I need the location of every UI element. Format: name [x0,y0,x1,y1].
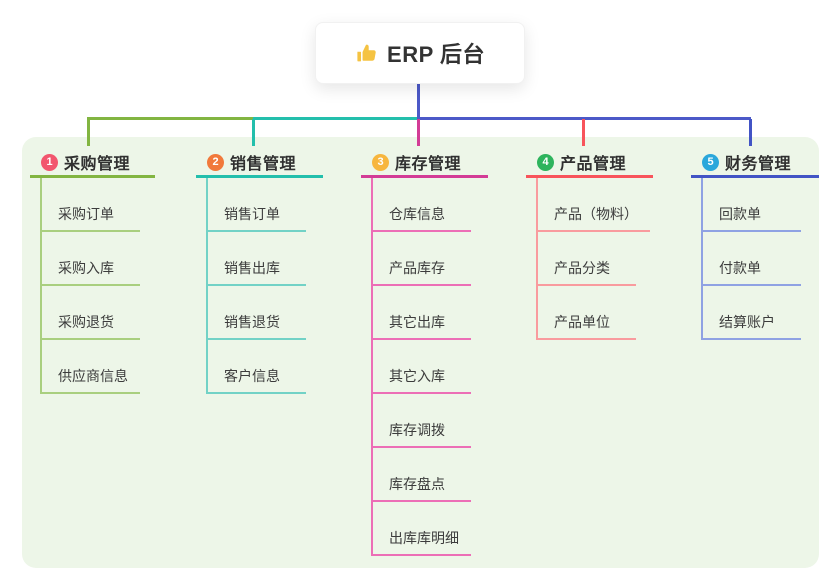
root-node[interactable]: ERP 后台 [315,22,525,84]
child-node: 其它出库 [373,286,488,340]
priority-badge: 4 [537,153,554,171]
child-node: 产品（物料） [538,178,653,232]
child-node-label[interactable]: 库存调拨 [373,420,471,448]
branch-drop-line [749,119,752,146]
child-node-label[interactable]: 产品单位 [538,312,636,340]
branch-children: 回款单付款单结算账户 [701,178,819,340]
branch-children: 仓库信息产品库存其它出库其它入库库存调拨库存盘点出库库明细 [371,178,488,556]
branch-header[interactable]: 3 库存管理 [361,149,488,178]
child-node: 库存调拨 [373,394,488,448]
child-node: 回款单 [703,178,819,232]
priority-badge: 3 [372,153,389,171]
child-node-label[interactable]: 销售出库 [208,258,306,286]
child-node-label[interactable]: 供应商信息 [42,366,140,394]
child-node: 其它入库 [373,340,488,394]
child-node: 产品分类 [538,232,653,286]
connector-bus-segment-mid [253,117,418,120]
child-node: 供应商信息 [42,340,155,394]
connector-bus-segment-left [87,117,254,120]
child-node: 销售订单 [208,178,323,232]
child-node-label[interactable]: 结算账户 [703,312,801,340]
child-node: 产品单位 [538,286,653,340]
child-node-label[interactable]: 出库库明细 [373,528,471,556]
branch-drop-line [87,119,90,146]
child-node-label[interactable]: 产品分类 [538,258,636,286]
child-node-label[interactable]: 其它入库 [373,366,471,394]
root-node-title: ERP 后台 [387,42,485,67]
branch-drop-line [417,119,420,146]
child-node-label[interactable]: 其它出库 [373,312,471,340]
child-node-label[interactable]: 采购退货 [42,312,140,340]
branch-header-label: 财务管理 [725,156,792,173]
branch-header-label: 产品管理 [560,156,627,173]
child-node-label[interactable]: 销售订单 [208,204,306,232]
branch-children: 采购订单采购入库采购退货供应商信息 [40,178,155,394]
branch-children: 产品（物料） 产品分类产品单位 [536,178,653,340]
branch-header-label: 采购管理 [64,156,131,173]
child-node-label[interactable]: 产品（物料） [538,204,650,232]
branch-header[interactable]: 1 采购管理 [30,149,155,178]
branch-5: 5 财务管理回款单付款单结算账户 [691,149,819,340]
branch-children: 销售订单销售出库销售退货客户信息 [206,178,323,394]
branch-4: 4 产品管理产品（物料） 产品分类产品单位 [526,149,653,340]
child-node: 采购退货 [42,286,155,340]
child-node: 采购订单 [42,178,155,232]
branch-header-label: 销售管理 [230,156,297,173]
priority-badge: 5 [702,153,719,171]
child-node-label[interactable]: 仓库信息 [373,204,471,232]
branch-header[interactable]: 2 销售管理 [196,149,323,178]
child-node-label[interactable]: 付款单 [703,258,801,286]
child-node-label[interactable]: 采购订单 [42,204,140,232]
thumbs-up-icon [355,42,378,65]
child-node: 仓库信息 [373,178,488,232]
branch-header[interactable]: 4 产品管理 [526,149,653,178]
child-node-label[interactable]: 销售退货 [208,312,306,340]
branch-drop-line [252,119,255,146]
branch-2: 2 销售管理销售订单销售出库销售退货客户信息 [196,149,323,394]
mindmap-panel [22,137,819,568]
child-node: 产品库存 [373,232,488,286]
child-node: 销售退货 [208,286,323,340]
child-node-label[interactable]: 库存盘点 [373,474,471,502]
branch-3: 3 库存管理仓库信息产品库存其它出库其它入库库存调拨库存盘点出库库明细 [361,149,488,556]
root-connector-stem [416,81,420,119]
connector-bus-segment-right [417,117,751,120]
branch-1: 1 采购管理采购订单采购入库采购退货供应商信息 [30,149,155,394]
child-node: 付款单 [703,232,819,286]
child-node: 结算账户 [703,286,819,340]
branch-drop-line [582,119,585,146]
child-node: 销售出库 [208,232,323,286]
priority-badge: 2 [207,153,224,171]
child-node-label[interactable]: 产品库存 [373,258,471,286]
child-node-label[interactable]: 回款单 [703,204,801,232]
child-node-label[interactable]: 采购入库 [42,258,140,286]
branch-header[interactable]: 5 财务管理 [691,149,819,178]
child-node: 出库库明细 [373,502,488,556]
child-node: 采购入库 [42,232,155,286]
priority-badge: 1 [41,153,58,171]
child-node: 客户信息 [208,340,323,394]
child-node: 库存盘点 [373,448,488,502]
child-node-label[interactable]: 客户信息 [208,366,306,394]
branch-header-label: 库存管理 [395,156,462,173]
